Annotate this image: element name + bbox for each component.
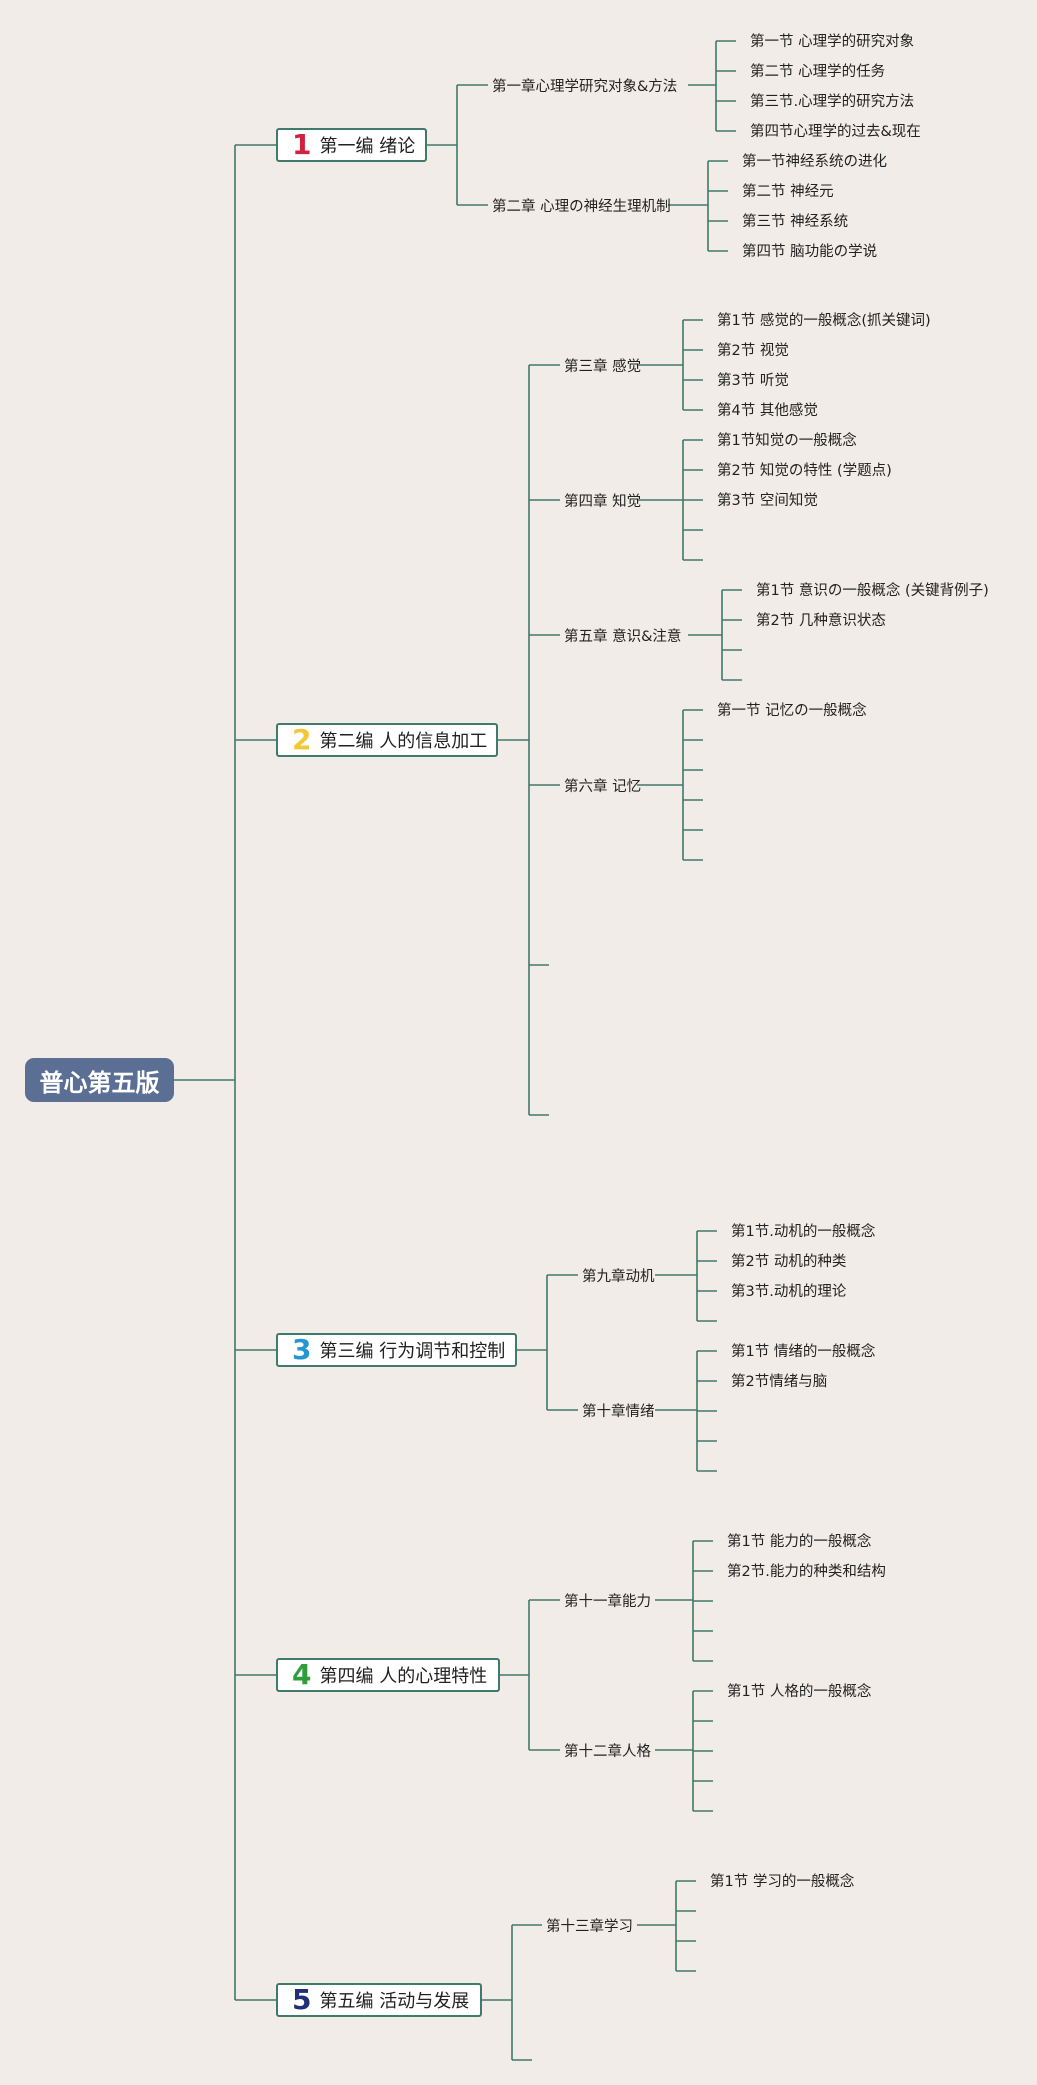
chapter-label[interactable]: 第九章动机 bbox=[582, 1269, 655, 1285]
part-label: 第三编 行为调节和控制 bbox=[319, 1341, 506, 1362]
chapter-label[interactable]: 第四章 知觉 bbox=[564, 494, 642, 510]
chapter-label[interactable]: 第十二章人格 bbox=[564, 1744, 651, 1760]
part-node-2[interactable]: 2 第二编 人的信息加工 bbox=[276, 723, 498, 757]
chapter-label[interactable]: 第一章心理学研究对象&方法 bbox=[492, 79, 678, 95]
part-node-3[interactable]: 3 第三编 行为调节和控制 bbox=[276, 1333, 517, 1367]
section-label[interactable]: 第一节神经系统の进化 bbox=[742, 154, 887, 170]
section-label[interactable]: 第二节 神经元 bbox=[742, 184, 834, 200]
section-label[interactable]: 第四节心理学的过去&现在 bbox=[750, 124, 921, 140]
section-label[interactable]: 第四节 脑功能の学说 bbox=[742, 244, 878, 260]
section-label[interactable]: 第一节 心理学的研究对象 bbox=[750, 34, 915, 50]
section-label[interactable]: 第二节 心理学的任务 bbox=[750, 64, 886, 80]
part-number: 3 bbox=[292, 1333, 312, 1366]
section-label[interactable]: 第2节 几种意识状态 bbox=[756, 613, 886, 629]
section-label[interactable]: 第1节 能力的一般概念 bbox=[727, 1534, 872, 1550]
part-label: 第二编 人的信息加工 bbox=[319, 731, 488, 752]
section-label[interactable]: 第三节.心理学的研究方法 bbox=[750, 94, 915, 110]
section-label[interactable]: 第4节 其他感觉 bbox=[717, 403, 818, 419]
section-label[interactable]: 第3节.动机的理论 bbox=[731, 1284, 847, 1300]
section-label[interactable]: 第1节 意识の一般概念 (关键背例子) bbox=[756, 583, 989, 599]
section-label[interactable]: 第1节.动机的一般概念 bbox=[731, 1224, 876, 1240]
section-label[interactable]: 第2节.能力的种类和结构 bbox=[727, 1564, 886, 1580]
section-label[interactable]: 第1节 人格的一般概念 bbox=[727, 1684, 872, 1700]
part-node-1[interactable]: 1 第一编 绪论 bbox=[276, 128, 427, 162]
chapter-label[interactable]: 第二章 心理の神经生理机制 bbox=[492, 199, 671, 215]
part-number: 5 bbox=[292, 1983, 312, 2016]
part-label: 第一编 绪论 bbox=[319, 136, 416, 157]
chapter-label[interactable]: 第六章 记忆 bbox=[564, 779, 642, 795]
chapter-label[interactable]: 第三章 感觉 bbox=[564, 359, 642, 375]
section-label[interactable]: 第1节知觉の一般概念 bbox=[717, 433, 857, 449]
section-label[interactable]: 第2节情绪与脑 bbox=[731, 1374, 828, 1390]
root-node[interactable]: 普心第五版 bbox=[25, 1058, 174, 1102]
section-label[interactable]: 第3节 听觉 bbox=[717, 373, 789, 389]
chapter-label[interactable]: 第五章 意识&注意 bbox=[564, 629, 682, 645]
part-label: 第五编 活动与发展 bbox=[319, 1991, 470, 2012]
part-node-5[interactable]: 5 第五编 活动与发展 bbox=[276, 1983, 482, 2017]
section-label[interactable]: 第1节 学习的一般概念 bbox=[710, 1874, 855, 1890]
section-label[interactable]: 第2节 动机的种类 bbox=[731, 1254, 847, 1270]
section-label[interactable]: 第2节 视觉 bbox=[717, 343, 789, 359]
part-node-4[interactable]: 4 第四编 人的心理特性 bbox=[276, 1658, 500, 1692]
section-label[interactable]: 第一节 记忆の一般概念 bbox=[717, 703, 867, 719]
part-label: 第四编 人的心理特性 bbox=[319, 1666, 488, 1687]
part-number: 1 bbox=[292, 128, 312, 161]
part-number: 4 bbox=[292, 1658, 312, 1691]
chapter-label[interactable]: 第十三章学习 bbox=[546, 1919, 633, 1935]
chapter-label[interactable]: 第十一章能力 bbox=[564, 1594, 651, 1610]
part-number: 2 bbox=[292, 723, 312, 756]
section-label[interactable]: 第3节 空间知觉 bbox=[717, 493, 818, 509]
chapter-label[interactable]: 第十章情绪 bbox=[582, 1404, 655, 1420]
section-label[interactable]: 第1节 情绪的一般概念 bbox=[731, 1344, 876, 1360]
section-label[interactable]: 第1节 感觉的一般概念(抓关键词) bbox=[717, 313, 931, 329]
section-label[interactable]: 第2节 知觉の特性 (学题点) bbox=[717, 463, 892, 479]
section-label[interactable]: 第三节 神经系统 bbox=[742, 214, 849, 230]
